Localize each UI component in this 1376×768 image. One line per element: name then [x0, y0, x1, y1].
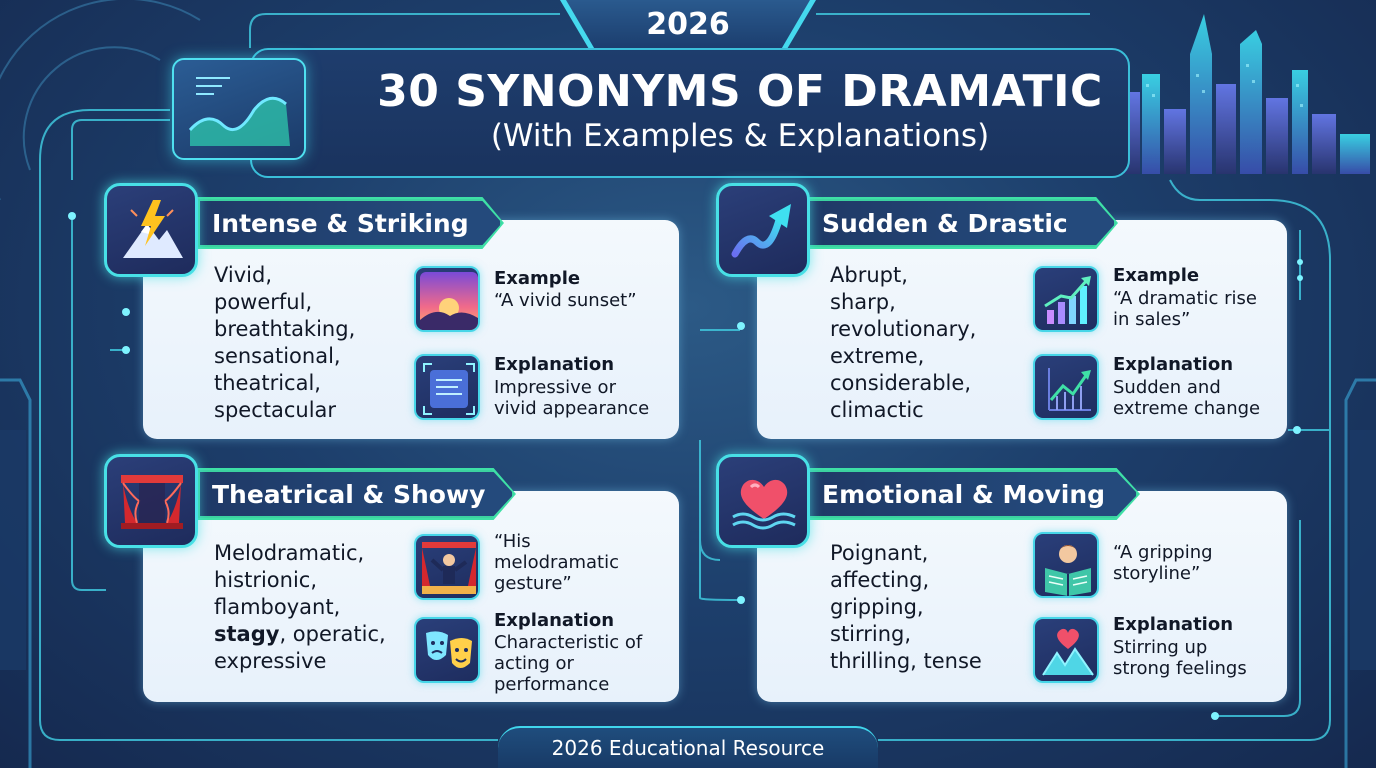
explanation-text: Sudden and extreme change: [1113, 377, 1261, 419]
explanation-text: Stirring up strong feelings: [1113, 637, 1247, 679]
title-banner: [250, 48, 1130, 178]
explanation-label: Explanation: [1113, 354, 1234, 375]
bar-chart-rise-icon: [1033, 266, 1099, 332]
explanation-label: Explanation: [494, 610, 615, 631]
example-text: “A gripping storyline”: [1113, 542, 1213, 584]
category-title: Intense & Striking: [212, 208, 469, 238]
synonym-list: Poignant, affecting, gripping, stirring,…: [830, 541, 982, 673]
category-tag-emotional: Emotional & Moving: [808, 470, 1138, 518]
category-tag-intense: Intense & Striking: [198, 199, 502, 247]
category-card-intense: [143, 220, 679, 439]
synonym-list: Melodramatic, histrionic, flamboyant, st…: [214, 541, 386, 673]
category-title: Theatrical & Showy: [212, 479, 486, 509]
page-subtitle: (With Examples & Explanations): [490, 118, 990, 154]
example-text: “His melodramatic gesture”: [494, 531, 619, 594]
lightning-mountain-icon: [104, 183, 198, 277]
performer-stage-icon: [414, 534, 480, 600]
synonym-list: Vivid, powerful, breathtaking, sensation…: [214, 263, 356, 422]
page-title: 30 SYNONYMS OF DRAMATIC: [377, 66, 1103, 117]
synonym-list: Abrupt, sharp, revolutionary, extreme, c…: [830, 263, 977, 422]
line-chart-icon: [1033, 354, 1099, 420]
year-label: 2026: [646, 6, 730, 42]
explanation-label: Explanation: [494, 354, 615, 375]
category-tag-sudden: Sudden & Drastic: [808, 199, 1116, 247]
category-card-theatrical: [143, 491, 679, 702]
year-badge: 2026: [566, 0, 810, 50]
sunset-icon: [414, 266, 480, 332]
rising-arrow-icon: [716, 183, 810, 277]
category-title: Sudden & Drastic: [822, 208, 1068, 238]
example-label: Example: [1113, 265, 1200, 286]
theater-masks-icon: [414, 617, 480, 683]
stage-curtain-icon: [104, 454, 198, 548]
reader-book-icon: [1033, 532, 1099, 598]
example-text: “A vivid sunset”: [494, 290, 637, 311]
footer-badge: 2026 Educational Resource: [498, 726, 878, 768]
example-label: Example: [494, 268, 581, 289]
explanation-text: Characteristic of acting or performance: [494, 632, 643, 695]
example-text: “A dramatic rise in sales”: [1113, 288, 1257, 330]
bold-word: stagy: [214, 622, 280, 646]
heart-waves-icon: [716, 454, 810, 548]
category-card-sudden: [757, 220, 1287, 439]
heart-mountain-icon: [1033, 617, 1099, 683]
screen-frame-icon: [414, 354, 480, 420]
category-tag-theatrical: Theatrical & Showy: [198, 470, 514, 518]
footer-text: 2026 Educational Resource: [551, 736, 825, 760]
analytics-screen-icon: [172, 58, 306, 160]
category-title: Emotional & Moving: [822, 479, 1106, 509]
explanation-text: Impressive or vivid appearance: [494, 377, 650, 419]
category-card-emotional: [757, 491, 1287, 702]
explanation-label: Explanation: [1113, 614, 1234, 635]
